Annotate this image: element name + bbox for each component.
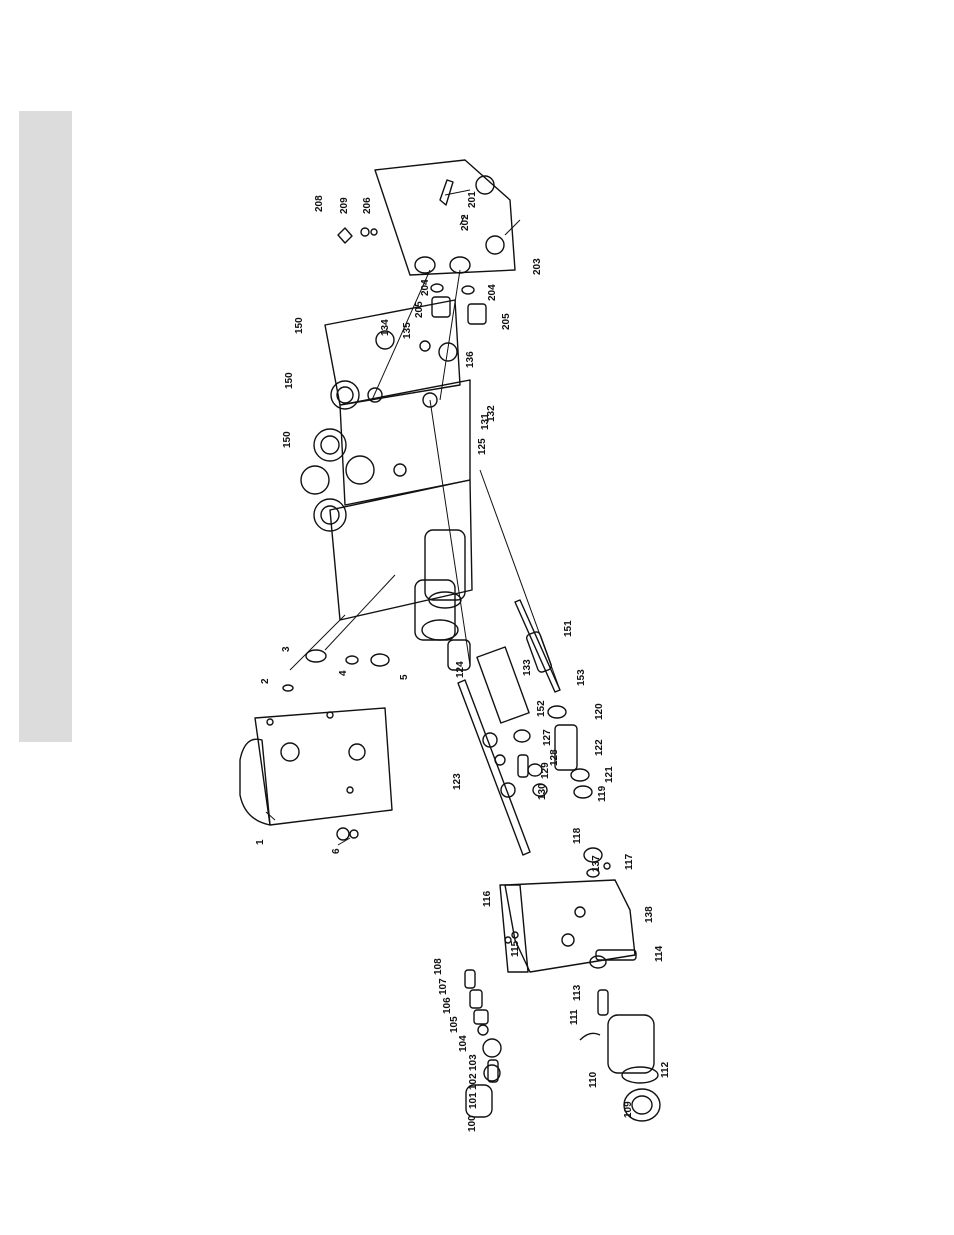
label-151: 151 (563, 620, 574, 637)
label-204-b: 204 (487, 284, 498, 301)
label-135: 135 (402, 322, 413, 339)
label-1: 1 (255, 839, 266, 845)
label-112: 112 (660, 1061, 671, 1078)
label-109: 109 (623, 1101, 634, 1118)
label-208: 208 (314, 195, 325, 212)
label-150-c: 150 (294, 317, 305, 334)
label-204-a: 204 (420, 279, 431, 296)
label-134: 134 (380, 319, 391, 336)
label-118: 118 (572, 827, 583, 844)
label-104: 104 (458, 1035, 469, 1052)
label-129: 129 (540, 762, 551, 779)
label-122: 122 (594, 739, 605, 756)
plug-6 (350, 830, 358, 838)
label-102: 102 (468, 1073, 479, 1090)
label-5: 5 (399, 674, 410, 680)
label-2: 2 (260, 678, 271, 684)
label-132: 132 (486, 405, 497, 422)
label-107: 107 (438, 978, 449, 995)
label-130: 130 (537, 783, 548, 800)
label-133: 133 (522, 659, 533, 676)
label-113: 113 (572, 984, 583, 1001)
label-111: 111 (569, 1009, 580, 1025)
label-206: 206 (362, 197, 373, 214)
label-115: 115 (510, 940, 521, 957)
label-3: 3 (281, 646, 292, 652)
label-202: 202 (460, 214, 471, 231)
label-119: 119 (597, 785, 608, 802)
solenoid-coil-part (580, 956, 660, 1121)
label-116: 116 (482, 890, 493, 907)
label-138: 138 (644, 906, 655, 923)
label-100: 100 (467, 1115, 478, 1132)
label-106: 106 (442, 997, 453, 1014)
label-120: 120 (594, 703, 605, 720)
label-152: 152 (536, 700, 547, 717)
label-205-a: 205 (414, 301, 425, 318)
label-153: 153 (576, 669, 587, 686)
label-4: 4 (338, 670, 349, 676)
label-123: 123 (452, 773, 463, 790)
inlet-cover-part (375, 160, 515, 275)
end-cover-part (240, 708, 392, 840)
label-137: 137 (591, 855, 602, 872)
oring-3 (306, 650, 326, 662)
seal-2 (283, 685, 293, 691)
label-121: 121 (604, 766, 615, 783)
label-150-b: 150 (284, 372, 295, 389)
label-6: 6 (331, 848, 342, 854)
oring-4 (346, 656, 358, 664)
label-136: 136 (465, 351, 476, 368)
label-150-a: 150 (282, 431, 293, 448)
label-125: 125 (477, 438, 488, 455)
label-201: 201 (467, 191, 478, 208)
label-105: 105 (449, 1016, 460, 1033)
label-127: 127 (542, 729, 553, 746)
label-103: 103 (468, 1054, 479, 1071)
label-209: 209 (339, 197, 350, 214)
label-124: 124 (455, 661, 466, 678)
label-110: 110 (588, 1071, 599, 1088)
label-203: 203 (532, 258, 543, 275)
spool-assembly (448, 600, 560, 855)
label-117: 117 (624, 853, 635, 870)
label-108: 108 (433, 958, 444, 975)
oring-5 (371, 654, 389, 666)
main-valve-block (301, 300, 472, 640)
label-114: 114 (654, 945, 665, 962)
label-205-b: 205 (501, 313, 512, 330)
label-101: 101 (468, 1092, 479, 1109)
